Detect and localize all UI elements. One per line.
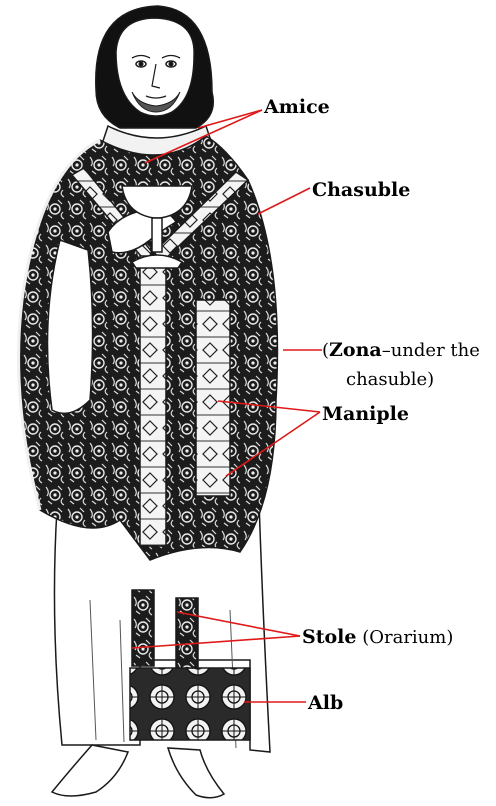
label-maniple: Maniple [322,403,409,425]
alb-hem-band [130,668,250,740]
chalice-stem [152,218,162,252]
right-foot [168,748,224,798]
label-zona-line2: chasuble) [346,369,434,390]
label-alb: Alb [307,692,343,714]
chasuble-orphrey-center [140,256,166,546]
maniple-band [196,300,230,496]
left-foot [52,745,128,796]
leader-chasuble [258,188,310,214]
label-zona: (Zona–under the [322,339,480,361]
priest-figure [19,6,278,798]
label-chasuble: Chasuble [312,179,410,201]
label-stole: Stole (Orarium) [302,626,453,648]
stole-end-right [176,598,198,668]
labels: Amice Chasuble (Zona–under the chasuble)… [263,96,480,714]
label-amice: Amice [263,96,330,118]
stole-end-left [132,590,154,666]
left-sleeve [48,240,93,413]
